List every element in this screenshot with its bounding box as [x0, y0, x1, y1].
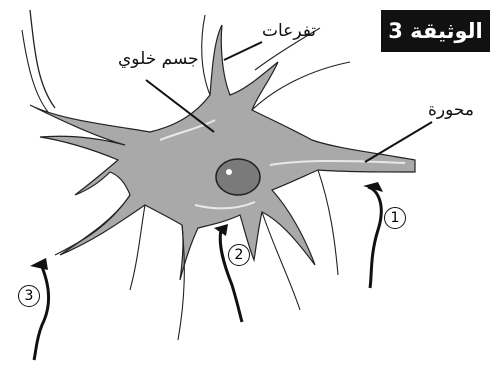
- dendrite-line: [55, 195, 130, 255]
- dendrite-line: [30, 10, 55, 108]
- document-title: الوثيقة 3: [381, 10, 490, 52]
- label-axon: محورة: [428, 100, 474, 120]
- terminal-1: [368, 187, 381, 288]
- marker-1: 1: [384, 207, 406, 229]
- label-cell-body: جسم خلوي: [118, 49, 199, 69]
- dendrite-line: [252, 62, 350, 110]
- neuron-cell: [30, 25, 415, 280]
- terminal-3: [34, 262, 49, 360]
- label-dendrites: تفرعات: [262, 21, 316, 41]
- dendrite-line: [130, 205, 145, 290]
- nucleolus: [226, 169, 232, 175]
- marker-3: 3: [18, 285, 40, 307]
- pointer-dendrites: [224, 42, 262, 60]
- pointer-axon: [365, 122, 432, 162]
- dendrite-line: [318, 170, 338, 275]
- dendrite-line: [202, 15, 210, 95]
- dendrite-line: [178, 225, 184, 340]
- nucleus: [216, 159, 260, 195]
- marker-2: 2: [228, 244, 250, 266]
- terminal-3-knob: [30, 258, 48, 270]
- dendrite-line: [22, 30, 48, 112]
